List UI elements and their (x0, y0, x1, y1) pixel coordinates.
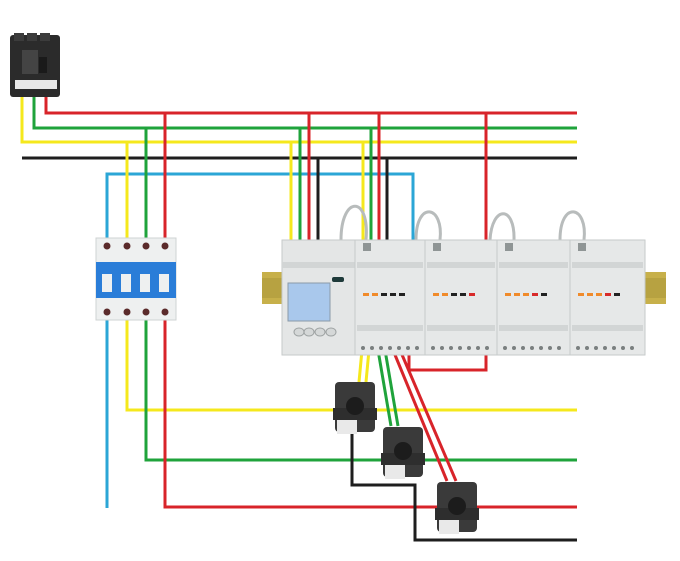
current-transformer-1 (333, 382, 377, 434)
meter-module-2 (424, 239, 498, 356)
terminal (576, 346, 580, 350)
terminal (530, 346, 534, 350)
status-led (390, 293, 396, 296)
terminal (557, 346, 561, 350)
molded-case-circuit-breaker (10, 33, 60, 97)
meter-module-1 (354, 239, 426, 356)
terminal (467, 346, 471, 350)
terminal (361, 346, 365, 350)
status-led (372, 293, 378, 296)
meter-button (314, 327, 326, 337)
terminal (630, 346, 634, 350)
meter-modules (354, 239, 646, 356)
status-led (532, 293, 538, 296)
communication-cable (488, 212, 516, 241)
status-led (460, 293, 466, 296)
wire (376, 349, 393, 427)
status-led (541, 293, 547, 296)
status-led (469, 293, 475, 296)
terminal (521, 346, 525, 350)
status-led (578, 293, 584, 296)
terminal (485, 346, 489, 350)
current-transformer-3 (435, 482, 479, 534)
status-led (442, 293, 448, 296)
status-led (399, 293, 405, 296)
terminal (503, 346, 507, 350)
wire (391, 349, 449, 482)
current-transformers (333, 382, 479, 534)
miniature-circuit-breaker (95, 237, 177, 321)
status-led (381, 293, 387, 296)
meter-module-3 (496, 239, 571, 356)
terminal (415, 346, 419, 350)
status-led (505, 293, 511, 296)
status-led (523, 293, 529, 296)
terminal (548, 346, 552, 350)
terminal (603, 346, 607, 350)
terminal (594, 346, 598, 350)
status-led (614, 293, 620, 296)
terminal (585, 346, 589, 350)
status-led (433, 293, 439, 296)
terminal (370, 346, 374, 350)
wire (383, 349, 400, 427)
wire (398, 349, 458, 482)
terminal (440, 346, 444, 350)
terminal (431, 346, 435, 350)
meter-module-4 (569, 239, 646, 356)
terminal (449, 346, 453, 350)
communication-cable (339, 205, 368, 241)
terminal (539, 346, 543, 350)
meter-button (303, 327, 315, 337)
terminal (458, 346, 462, 350)
meter-button (325, 327, 337, 337)
status-led (363, 293, 369, 296)
terminal (621, 346, 625, 350)
lcd-display (287, 282, 331, 322)
terminal (388, 346, 392, 350)
status-led (605, 293, 611, 296)
meter-button (293, 327, 305, 337)
phase-a-bus (20, 35, 577, 144)
terminal (406, 346, 410, 350)
terminal (397, 346, 401, 350)
terminal (512, 346, 516, 350)
ct-common-wire (350, 430, 577, 542)
energy-meter-main (281, 239, 356, 356)
status-led (451, 293, 457, 296)
current-transformer-2 (381, 427, 425, 479)
phase-c-bus (44, 35, 577, 115)
status-led (587, 293, 593, 296)
terminal (379, 346, 383, 350)
status-led (514, 293, 520, 296)
status-led (596, 293, 602, 296)
terminal (612, 346, 616, 350)
load-phase-b (144, 318, 577, 462)
communication-cable (558, 210, 586, 241)
terminal (476, 346, 480, 350)
communication-cable (414, 210, 442, 241)
